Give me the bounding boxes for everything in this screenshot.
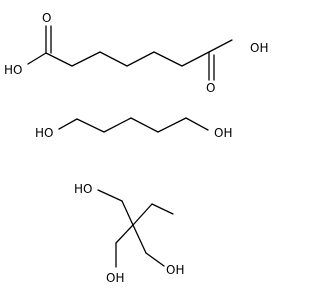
bond-ho-c1 bbox=[58, 118, 78, 130]
bond-c2-c3 bbox=[71, 51, 101, 67]
label-oh-bottom-right: OH bbox=[166, 263, 184, 277]
bond-ho-ch2-top bbox=[97, 189, 123, 202]
bond-c1-c2 bbox=[76, 118, 105, 133]
label-oh-bottom-left: OH bbox=[106, 271, 124, 285]
bond-ch2-top-c bbox=[121, 200, 134, 226]
structure-canvas: HO O OH O HO OH HO OH OH bbox=[4, 11, 268, 285]
bond-c-ch2-left bbox=[115, 224, 134, 244]
molecule-trimethylolpropane: HO OH OH bbox=[74, 182, 184, 285]
label-ho-top: HO bbox=[74, 182, 92, 196]
bond-c4-c5 bbox=[157, 117, 187, 133]
bond-c-ethyl-ch2 bbox=[132, 203, 153, 226]
bond-c1-c2 bbox=[45, 52, 73, 67]
molecule-butanediol: HO OH bbox=[35, 117, 232, 140]
bond-c4-c5 bbox=[126, 51, 155, 67]
label-o-left: O bbox=[42, 11, 51, 25]
bond-ho-c1 bbox=[27, 52, 47, 65]
bond-c5-c6 bbox=[153, 51, 183, 67]
molecule-adipic-acid: HO O OH O bbox=[4, 11, 268, 95]
bond-c2-c3 bbox=[103, 117, 132, 133]
label-oh-right: OH bbox=[214, 126, 232, 140]
label-ho-left: HO bbox=[4, 63, 22, 77]
bond-ethyl-ch2-ch3 bbox=[151, 203, 174, 215]
bond-c-ch2-right bbox=[132, 224, 147, 254]
bond-c7-oh bbox=[208, 39, 233, 53]
label-ho-left: HO bbox=[35, 126, 53, 140]
bond-c5-oh bbox=[185, 117, 209, 131]
bond-c3-c4 bbox=[99, 51, 128, 67]
label-o-right: O bbox=[206, 81, 215, 95]
bond-ch2-right-oh bbox=[145, 252, 165, 267]
label-oh-right: OH bbox=[250, 41, 268, 55]
bond-c3-c4 bbox=[130, 117, 159, 133]
bond-c6-c7 bbox=[181, 51, 210, 67]
